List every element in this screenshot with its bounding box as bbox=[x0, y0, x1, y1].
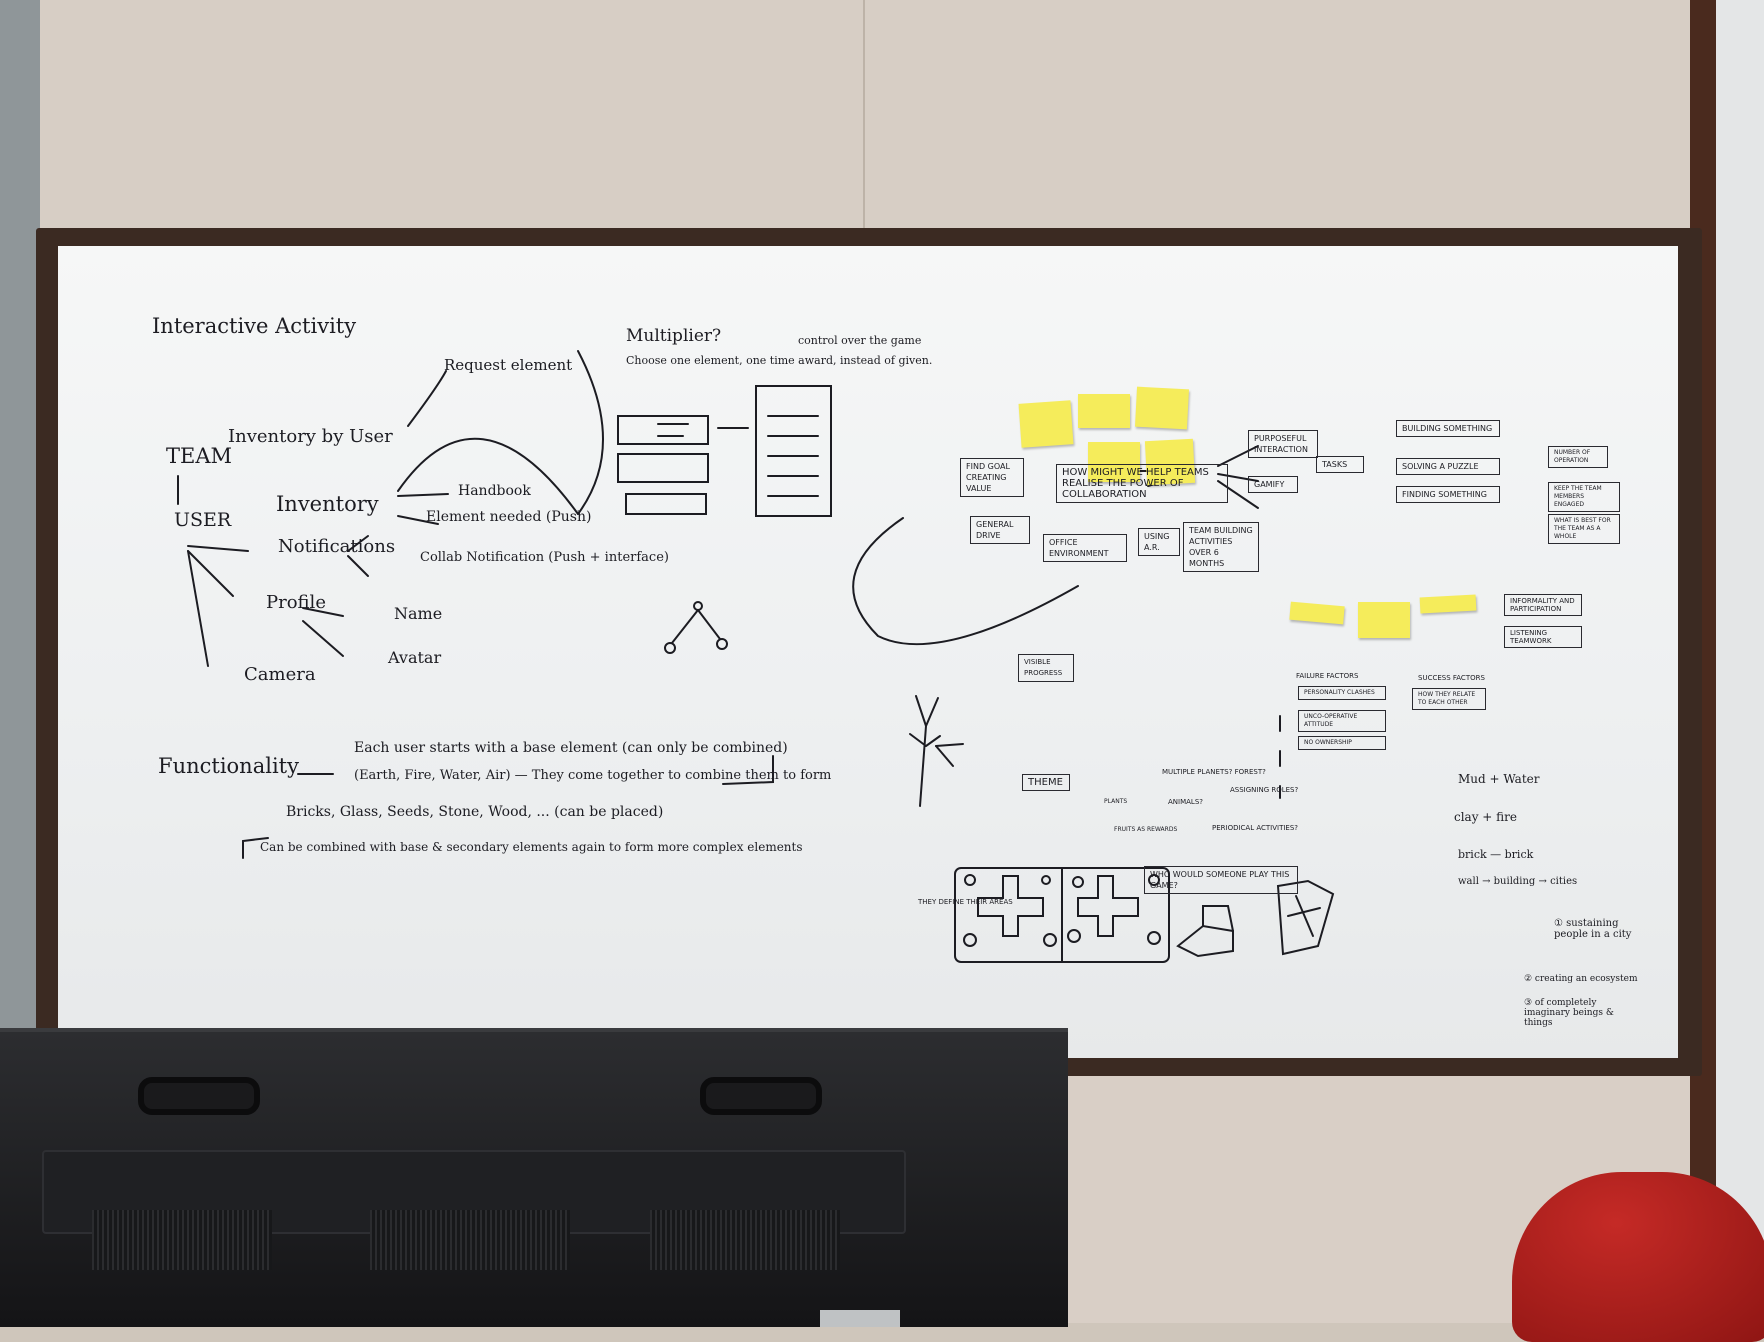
diagram-gamify: GAMIFY bbox=[1248, 476, 1298, 493]
theme-who-play: WHO WOULD SOMEONE PLAY THIS GAME? bbox=[1144, 866, 1298, 894]
functionality-label: Functionality bbox=[158, 754, 299, 778]
multiplier-control: control over the game bbox=[798, 334, 922, 347]
diagram-informality: INFORMALITY AND PARTICIPATION bbox=[1504, 594, 1582, 616]
theme-plants: PLANTS bbox=[1104, 798, 1128, 805]
diagram-using-ar: USING A.R. bbox=[1138, 528, 1180, 556]
tv-vent bbox=[650, 1210, 840, 1270]
diagram-personality: PERSONALITY CLASHES bbox=[1298, 686, 1386, 700]
wall-top bbox=[0, 0, 1764, 235]
functionality-line2: (Earth, Fire, Water, Air) — They come to… bbox=[354, 768, 832, 783]
board-title: Interactive Activity bbox=[152, 314, 357, 338]
chain-brick: brick — brick bbox=[1458, 848, 1534, 861]
tv-vent bbox=[92, 1210, 272, 1270]
diagram-tasks: TASKS bbox=[1316, 456, 1364, 473]
theme-q3: PERIODICAL ACTIVITIES? bbox=[1212, 824, 1299, 832]
sticky-note bbox=[1134, 386, 1190, 430]
sticky-note bbox=[1078, 394, 1130, 428]
functionality-line1: Each user starts with a base element (ca… bbox=[354, 740, 788, 756]
diagram-solving: SOLVING A PUZZLE bbox=[1396, 458, 1500, 475]
chain-clay-fire: clay + fire bbox=[1454, 810, 1518, 824]
map-name: Name bbox=[394, 604, 443, 623]
multiplier-note: Choose one element, one time award, inst… bbox=[626, 354, 933, 367]
theme-label: THEME bbox=[1022, 774, 1070, 791]
note-ecosystem: ② creating an ecosystem bbox=[1524, 974, 1638, 984]
theme-q5: ANIMALS? bbox=[1168, 798, 1203, 806]
tv-handle bbox=[138, 1077, 260, 1115]
diagram-building: BUILDING SOMETHING bbox=[1396, 420, 1500, 437]
diagram-hmw: HOW MIGHT WE HELP TEAMS REALISE THE POWE… bbox=[1056, 464, 1228, 503]
map-notifications: Notifications bbox=[278, 536, 396, 557]
whiteboard: Interactive Activity TEAM Inventory by U… bbox=[58, 246, 1678, 1058]
tv-back bbox=[0, 1028, 1068, 1327]
diagram-keep-team: KEEP THE TEAM MEMBERS ENGAGED bbox=[1548, 482, 1620, 512]
red-chair bbox=[1512, 1172, 1764, 1342]
map-inventory-by-user: Inventory by User bbox=[228, 426, 393, 447]
sticky-note bbox=[1018, 400, 1074, 448]
map-avatar: Avatar bbox=[388, 648, 442, 667]
diagram-listening: LISTENING TEAMWORK bbox=[1504, 626, 1582, 648]
diagram-number-operation: NUMBER OF OPERATION bbox=[1548, 446, 1608, 468]
tv-vent bbox=[370, 1210, 570, 1270]
map-element-needed: Element needed (Push) bbox=[426, 509, 592, 525]
wall-seam bbox=[863, 0, 865, 235]
map-camera: Camera bbox=[244, 664, 316, 685]
tv-handle bbox=[700, 1077, 822, 1115]
functionality-line3: Bricks, Glass, Seeds, Stone, Wood, ... (… bbox=[286, 804, 664, 820]
diagram-finding: FINDING SOMETHING bbox=[1396, 486, 1500, 503]
diagram-find-goal: FIND GOAL CREATING VALUE bbox=[960, 458, 1024, 497]
diagram-no-ownership: NO OWNERSHIP bbox=[1298, 736, 1386, 750]
sticky-note bbox=[1358, 602, 1410, 638]
diagram-uncooperative: UNCO-OPERATIVE ATTITUDE bbox=[1298, 710, 1386, 732]
map-user: USER bbox=[174, 509, 232, 531]
functionality-line4: Can be combined with base & secondary el… bbox=[260, 840, 803, 854]
note-imaginary: ③ of completely imaginary beings & thing… bbox=[1524, 998, 1614, 1028]
diagram-office-env: OFFICE ENVIRONMENT bbox=[1043, 534, 1127, 562]
diagram-relate: HOW THEY RELATE TO EACH OTHER bbox=[1412, 688, 1486, 710]
tv-label bbox=[820, 1310, 900, 1327]
theme-q4: FRUITS AS REWARDS bbox=[1114, 826, 1178, 833]
map-collab-notification: Collab Notification (Push + interface) bbox=[420, 550, 669, 565]
sticky-note bbox=[1088, 442, 1140, 482]
chain-mud-water: Mud + Water bbox=[1458, 772, 1540, 786]
diagram-what-best: WHAT IS BEST FOR THE TEAM AS A WHOLE bbox=[1548, 514, 1620, 544]
map-request-element: Request element bbox=[444, 356, 573, 374]
diagram-failure: FAILURE FACTORS bbox=[1296, 672, 1359, 680]
diagram-success: SUCCESS FACTORS bbox=[1418, 674, 1485, 682]
diagram-purposeful: PURPOSEFUL INTERACTION bbox=[1248, 430, 1318, 458]
sticky-note bbox=[1419, 594, 1477, 614]
diagram-visible-progress: VISIBLE PROGRESS bbox=[1018, 654, 1074, 682]
whiteboard-sketch-lines bbox=[177, 350, 1335, 963]
theme-they-define: THEY DEFINE THEIR AREAS bbox=[918, 898, 1013, 906]
map-team: TEAM bbox=[166, 444, 233, 468]
map-handbook: Handbook bbox=[458, 483, 531, 499]
note-sustaining: ① sustaining people in a city bbox=[1554, 918, 1632, 940]
theme-q2: ASSIGNING ROLES? bbox=[1230, 786, 1299, 794]
map-inventory: Inventory bbox=[276, 492, 379, 516]
theme-q1: MULTIPLE PLANETS? FOREST? bbox=[1162, 768, 1266, 776]
map-profile: Profile bbox=[266, 592, 326, 613]
diagram-general-drive: GENERAL DRIVE bbox=[970, 516, 1030, 544]
diagram-team-building: TEAM BUILDING ACTIVITIES OVER 6 MONTHS bbox=[1183, 522, 1259, 572]
chain-wall: wall → building → cities bbox=[1458, 876, 1578, 887]
multiplier-title: Multiplier? bbox=[626, 326, 722, 346]
